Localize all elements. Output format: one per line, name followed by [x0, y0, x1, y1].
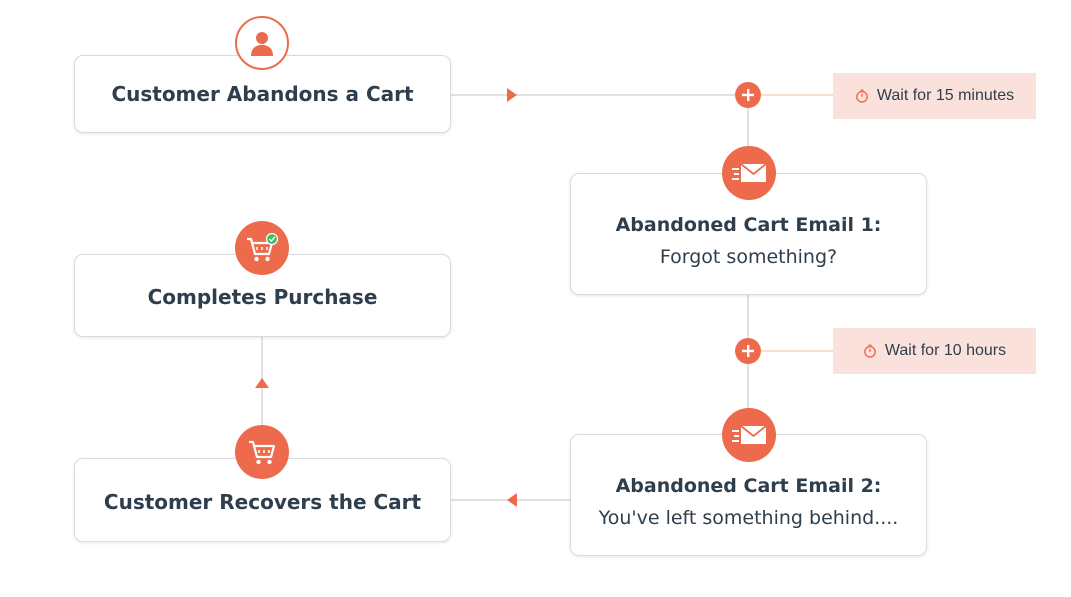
email-icon	[722, 146, 776, 200]
arrow-up	[255, 378, 269, 388]
wait-10-hours[interactable]: Wait for 10 hours	[833, 328, 1036, 374]
email-icon	[722, 408, 776, 462]
node-subtitle: You've left something behind....	[598, 507, 899, 529]
wait-label: Wait for 10 hours	[884, 342, 1007, 359]
node-title: Customer Recovers the Cart	[103, 490, 422, 514]
wait-15-minutes[interactable]: Wait for 15 minutes	[833, 73, 1036, 119]
user-icon	[235, 16, 289, 70]
timer-icon	[855, 89, 869, 103]
cart-check-icon	[235, 221, 289, 275]
node-title: Abandoned Cart Email 1:	[615, 214, 882, 236]
node-title: Completes Purchase	[147, 284, 378, 309]
add-step-icon[interactable]	[735, 338, 761, 364]
arrow-left	[507, 493, 517, 507]
cart-icon	[235, 425, 289, 479]
node-customer-recovers[interactable]: Customer Recovers the Cart	[74, 458, 451, 542]
wait-label: Wait for 15 minutes	[876, 87, 1015, 104]
node-customer-abandons[interactable]: Customer Abandons a Cart	[74, 55, 451, 133]
add-step-icon[interactable]	[735, 82, 761, 108]
node-subtitle: Forgot something?	[659, 246, 838, 268]
arrow-right	[507, 88, 517, 102]
node-title: Abandoned Cart Email 2:	[615, 475, 882, 497]
node-title: Customer Abandons a Cart	[111, 82, 414, 106]
timer-icon	[863, 344, 877, 358]
